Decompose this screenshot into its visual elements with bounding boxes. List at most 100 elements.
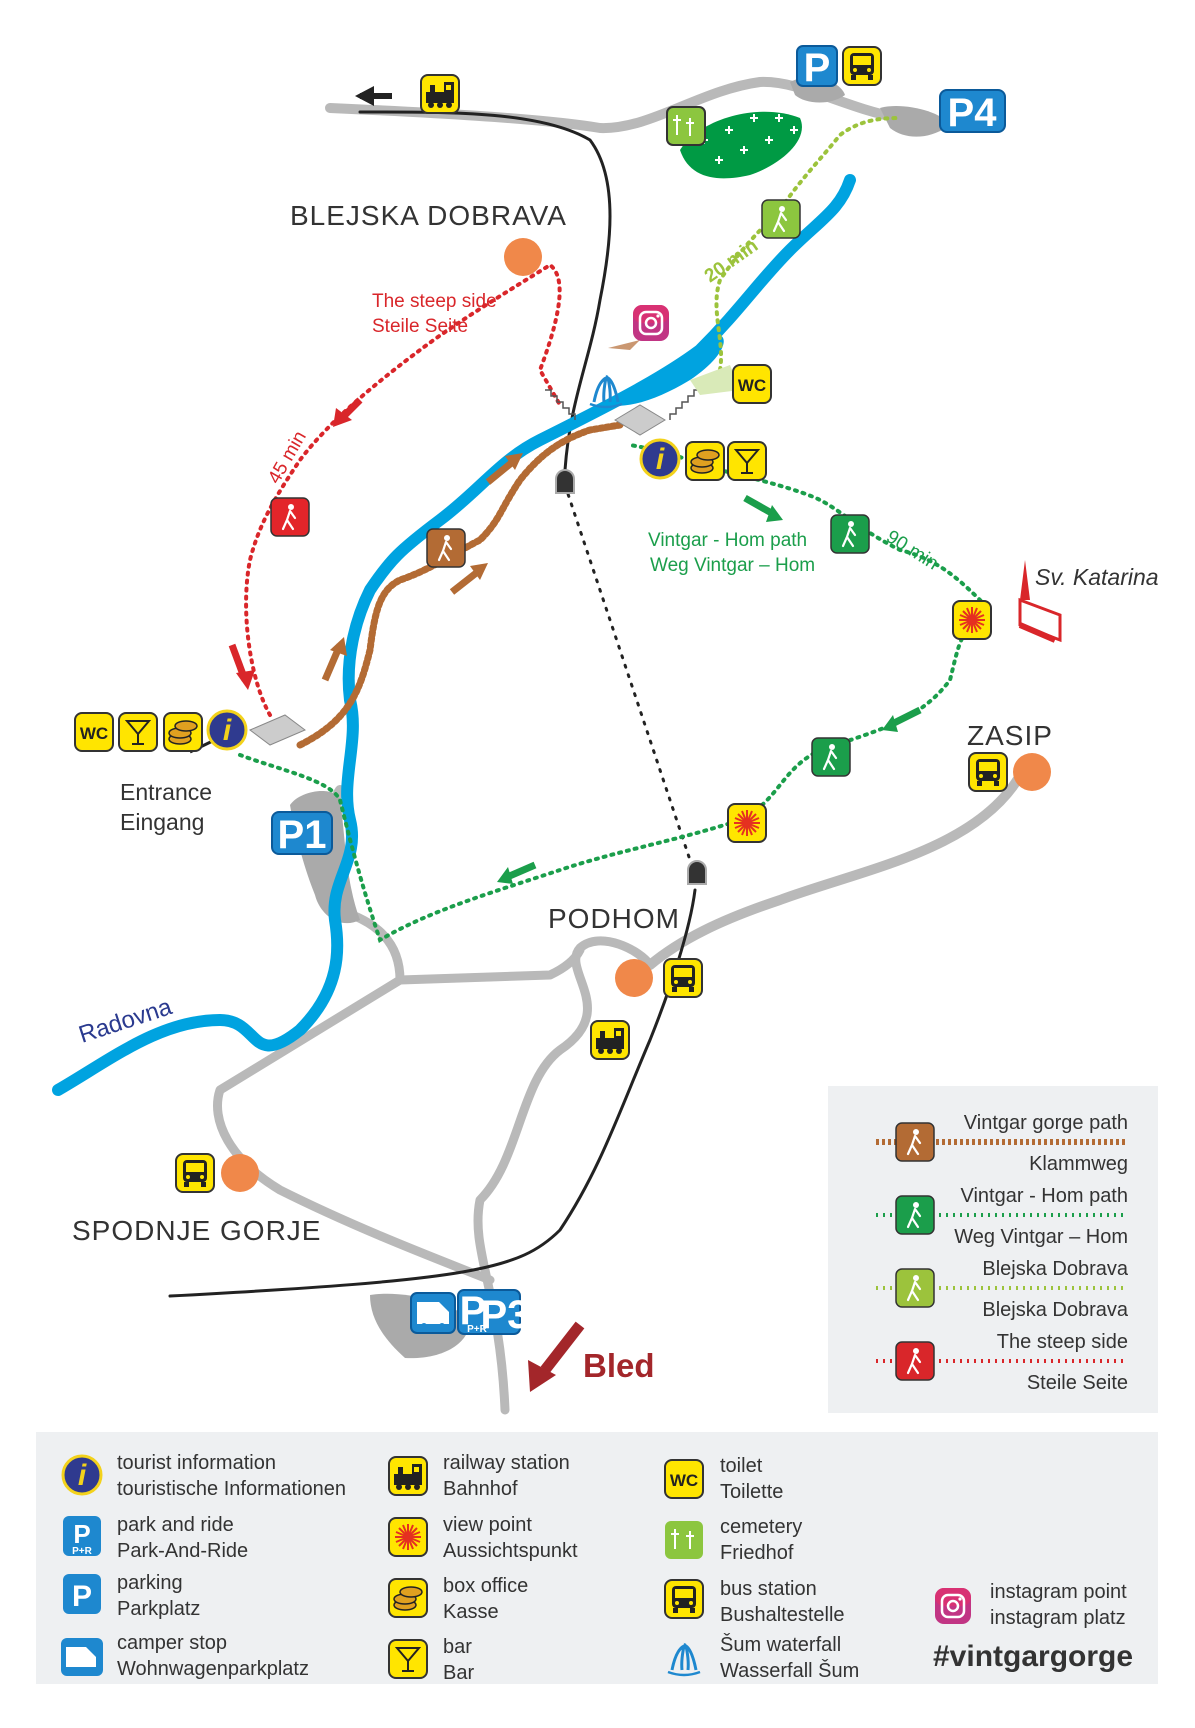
entrance-building-icon	[249, 714, 306, 746]
train-icon	[389, 1457, 427, 1495]
walker-icon	[895, 1268, 935, 1308]
legend-col-1: tourist information touristische Informa…	[61, 1452, 346, 1680]
legend-col-4: instagram point instagram platz #vintgar…	[933, 1581, 1133, 1673]
legend-label: cemetery	[720, 1516, 802, 1538]
church-icon	[1018, 560, 1062, 643]
toilet-icon: WC	[74, 712, 114, 752]
bar-icon	[119, 713, 157, 751]
legend-label: camper stop	[117, 1632, 227, 1654]
steep-side-label-de: Steile Seite	[372, 316, 468, 337]
walker-icon	[895, 1341, 935, 1381]
walker-icon	[895, 1122, 935, 1162]
legend-label: Parkplatz	[117, 1598, 200, 1620]
west-arrow-icon	[355, 86, 392, 106]
legend-label: parking	[117, 1572, 183, 1594]
parking-icon: P	[796, 45, 838, 90]
place-spodnje-gorje: SPODNJE GORJE	[72, 1215, 321, 1246]
toilet-icon: WC	[664, 1459, 704, 1499]
train-icon	[591, 1021, 629, 1059]
bus-icon	[664, 959, 702, 997]
bus-icon	[665, 1580, 703, 1618]
legend-label: bar	[443, 1636, 472, 1658]
legend-label: instagram point	[990, 1581, 1127, 1603]
railway-line	[168, 110, 697, 1298]
viewpoint-icon	[953, 601, 991, 639]
svg-text:P: P	[72, 1580, 92, 1613]
camper-icon	[410, 1292, 456, 1334]
hom-path-label-en: Vintgar - Hom path	[648, 530, 807, 551]
info-icon	[639, 438, 681, 480]
legend-label: Bar	[443, 1662, 474, 1684]
route-legend-label-en: Blejska Dobrava	[982, 1258, 1129, 1280]
route-arrows	[189, 397, 922, 1392]
place-zasip: ZASIP	[967, 720, 1053, 751]
walker-steep-icon	[270, 497, 310, 537]
cemetery-area	[680, 111, 802, 179]
time-45-label: 45 min	[264, 428, 311, 488]
steep-side-path	[244, 262, 562, 717]
park-ride-icon: P P+R	[63, 1516, 101, 1557]
bus-icon	[969, 753, 1007, 791]
p4-parking-icon: P4	[939, 89, 1006, 135]
tunnel-icon	[687, 860, 707, 885]
legend-label: Friedhof	[720, 1542, 794, 1564]
legend-label: Park-And-Ride	[117, 1540, 248, 1562]
entrance-label-de: Eingang	[120, 809, 204, 835]
svg-text:P3: P3	[481, 1293, 530, 1337]
route-legend-label-de: Steile Seite	[1027, 1372, 1128, 1394]
info-icon	[206, 709, 248, 751]
instagram-icon	[933, 1586, 973, 1626]
legend-label: Šum waterfall	[720, 1633, 841, 1656]
svg-text:P4: P4	[948, 91, 998, 135]
route-legend-label-de: Weg Vintgar – Hom	[954, 1226, 1128, 1248]
legend-label: tourist information	[117, 1452, 276, 1474]
svg-text:P+R: P+R	[467, 1324, 488, 1335]
steep-side-label-en: The steep side	[372, 291, 497, 312]
river-label: Radovna	[76, 993, 176, 1049]
toilet-icon: WC	[690, 364, 772, 404]
walker-dobrava-icon	[761, 199, 801, 239]
legend-label: Aussichtspunkt	[443, 1540, 578, 1562]
route-legend-label-de: Klammweg	[1029, 1153, 1128, 1175]
place-bled: Bled	[583, 1347, 655, 1384]
route-legend-label-en: Vintgar - Hom path	[961, 1185, 1129, 1207]
gorge-stairs	[545, 389, 700, 420]
legend-box	[36, 1432, 1158, 1684]
bus-icon	[843, 47, 881, 85]
place-podhom: PODHOM	[548, 903, 680, 934]
p4-parking-area	[880, 105, 950, 137]
legend-label: touristische Informationen	[117, 1478, 346, 1500]
legend-label: Toilette	[720, 1481, 783, 1503]
place-sv-katarina: Sv. Katarina	[1035, 564, 1159, 590]
legend-label: bus station	[720, 1578, 817, 1600]
legend-label: Wasserfall Šum	[720, 1659, 859, 1682]
zasip-dot	[1013, 753, 1051, 791]
route-legend-label-en: Vintgar gorge path	[964, 1112, 1128, 1134]
legend-col-3: WC toilet Toilette cemetery Friedhof bus…	[664, 1455, 859, 1682]
svg-text:WC: WC	[80, 724, 108, 743]
time-90-label: 90 min	[882, 526, 941, 574]
cemetery-icon	[665, 1521, 703, 1559]
info-icon	[61, 1454, 103, 1496]
svg-text:P: P	[460, 1289, 487, 1333]
viewpoint-icon	[728, 804, 766, 842]
route-legend-box	[828, 1086, 1158, 1413]
gorge-widening	[600, 335, 724, 407]
camper-icon	[61, 1638, 103, 1676]
svg-text:P1: P1	[278, 813, 327, 857]
podhom-dot	[615, 959, 653, 997]
legend-label: Wohnwagenparkplatz	[117, 1658, 309, 1680]
box-office-icon	[389, 1579, 427, 1617]
legend-label: Kasse	[443, 1601, 499, 1623]
legend-label: instagram platz	[990, 1607, 1126, 1629]
p3-park-ride-icon: P P+R P3	[457, 1289, 530, 1337]
svg-text:WC: WC	[738, 376, 766, 395]
legend-col-2: railway station Bahnhof view point Aussi…	[389, 1452, 578, 1684]
route-legend-label-de: Blejska Dobrava	[982, 1299, 1129, 1321]
